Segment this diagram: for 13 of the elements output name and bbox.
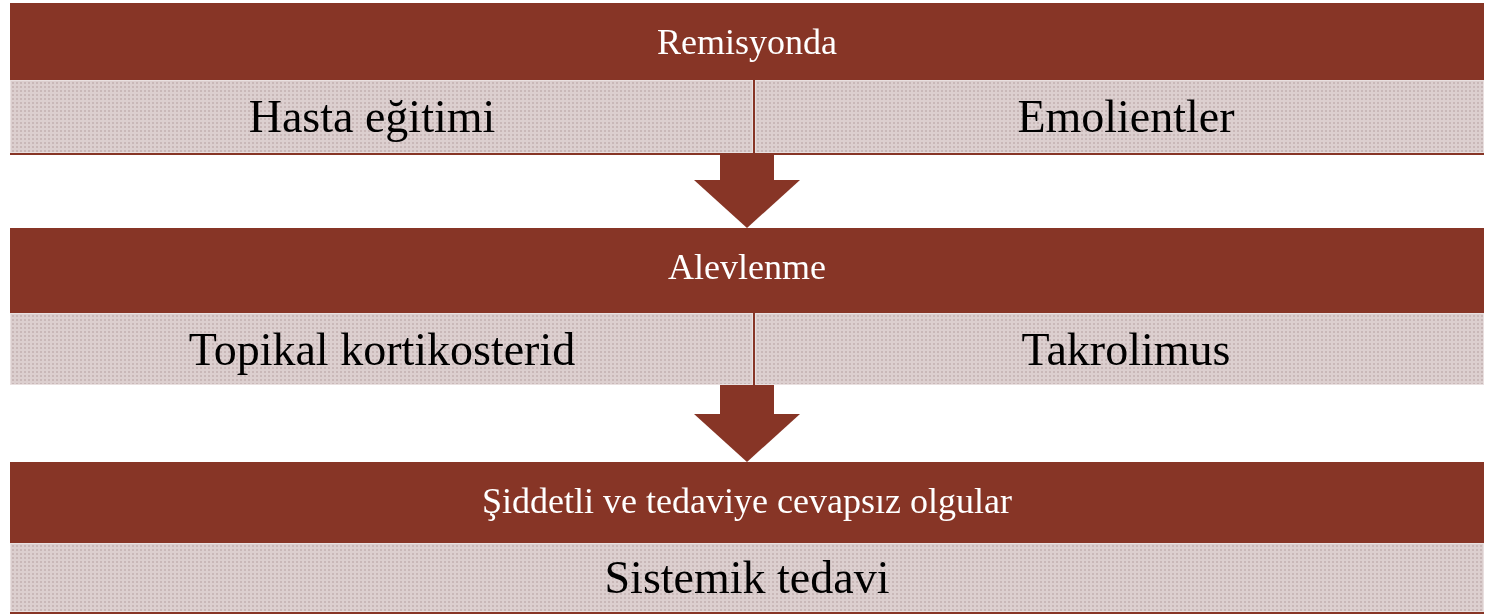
band-title: Remisyonda [656,21,838,64]
band-title: Şiddetli ve tedaviye cevapsız olgular [481,480,1013,523]
treatment-panel: Hasta eğitimi [10,80,753,153]
stage-band [10,228,1484,385]
treatment-panel: Topikal kortikosterid [10,313,753,385]
stage-band [10,462,1484,614]
band-title: Alevlenme [667,246,827,289]
treatment-panel: Sistemik tedavi [10,543,1484,612]
down-arrow [694,385,800,462]
stage-band [10,3,1484,155]
treatment-panel: Emolientler [755,80,1484,153]
treatment-panel: Takrolimus [755,313,1484,385]
down-arrow [694,155,800,228]
